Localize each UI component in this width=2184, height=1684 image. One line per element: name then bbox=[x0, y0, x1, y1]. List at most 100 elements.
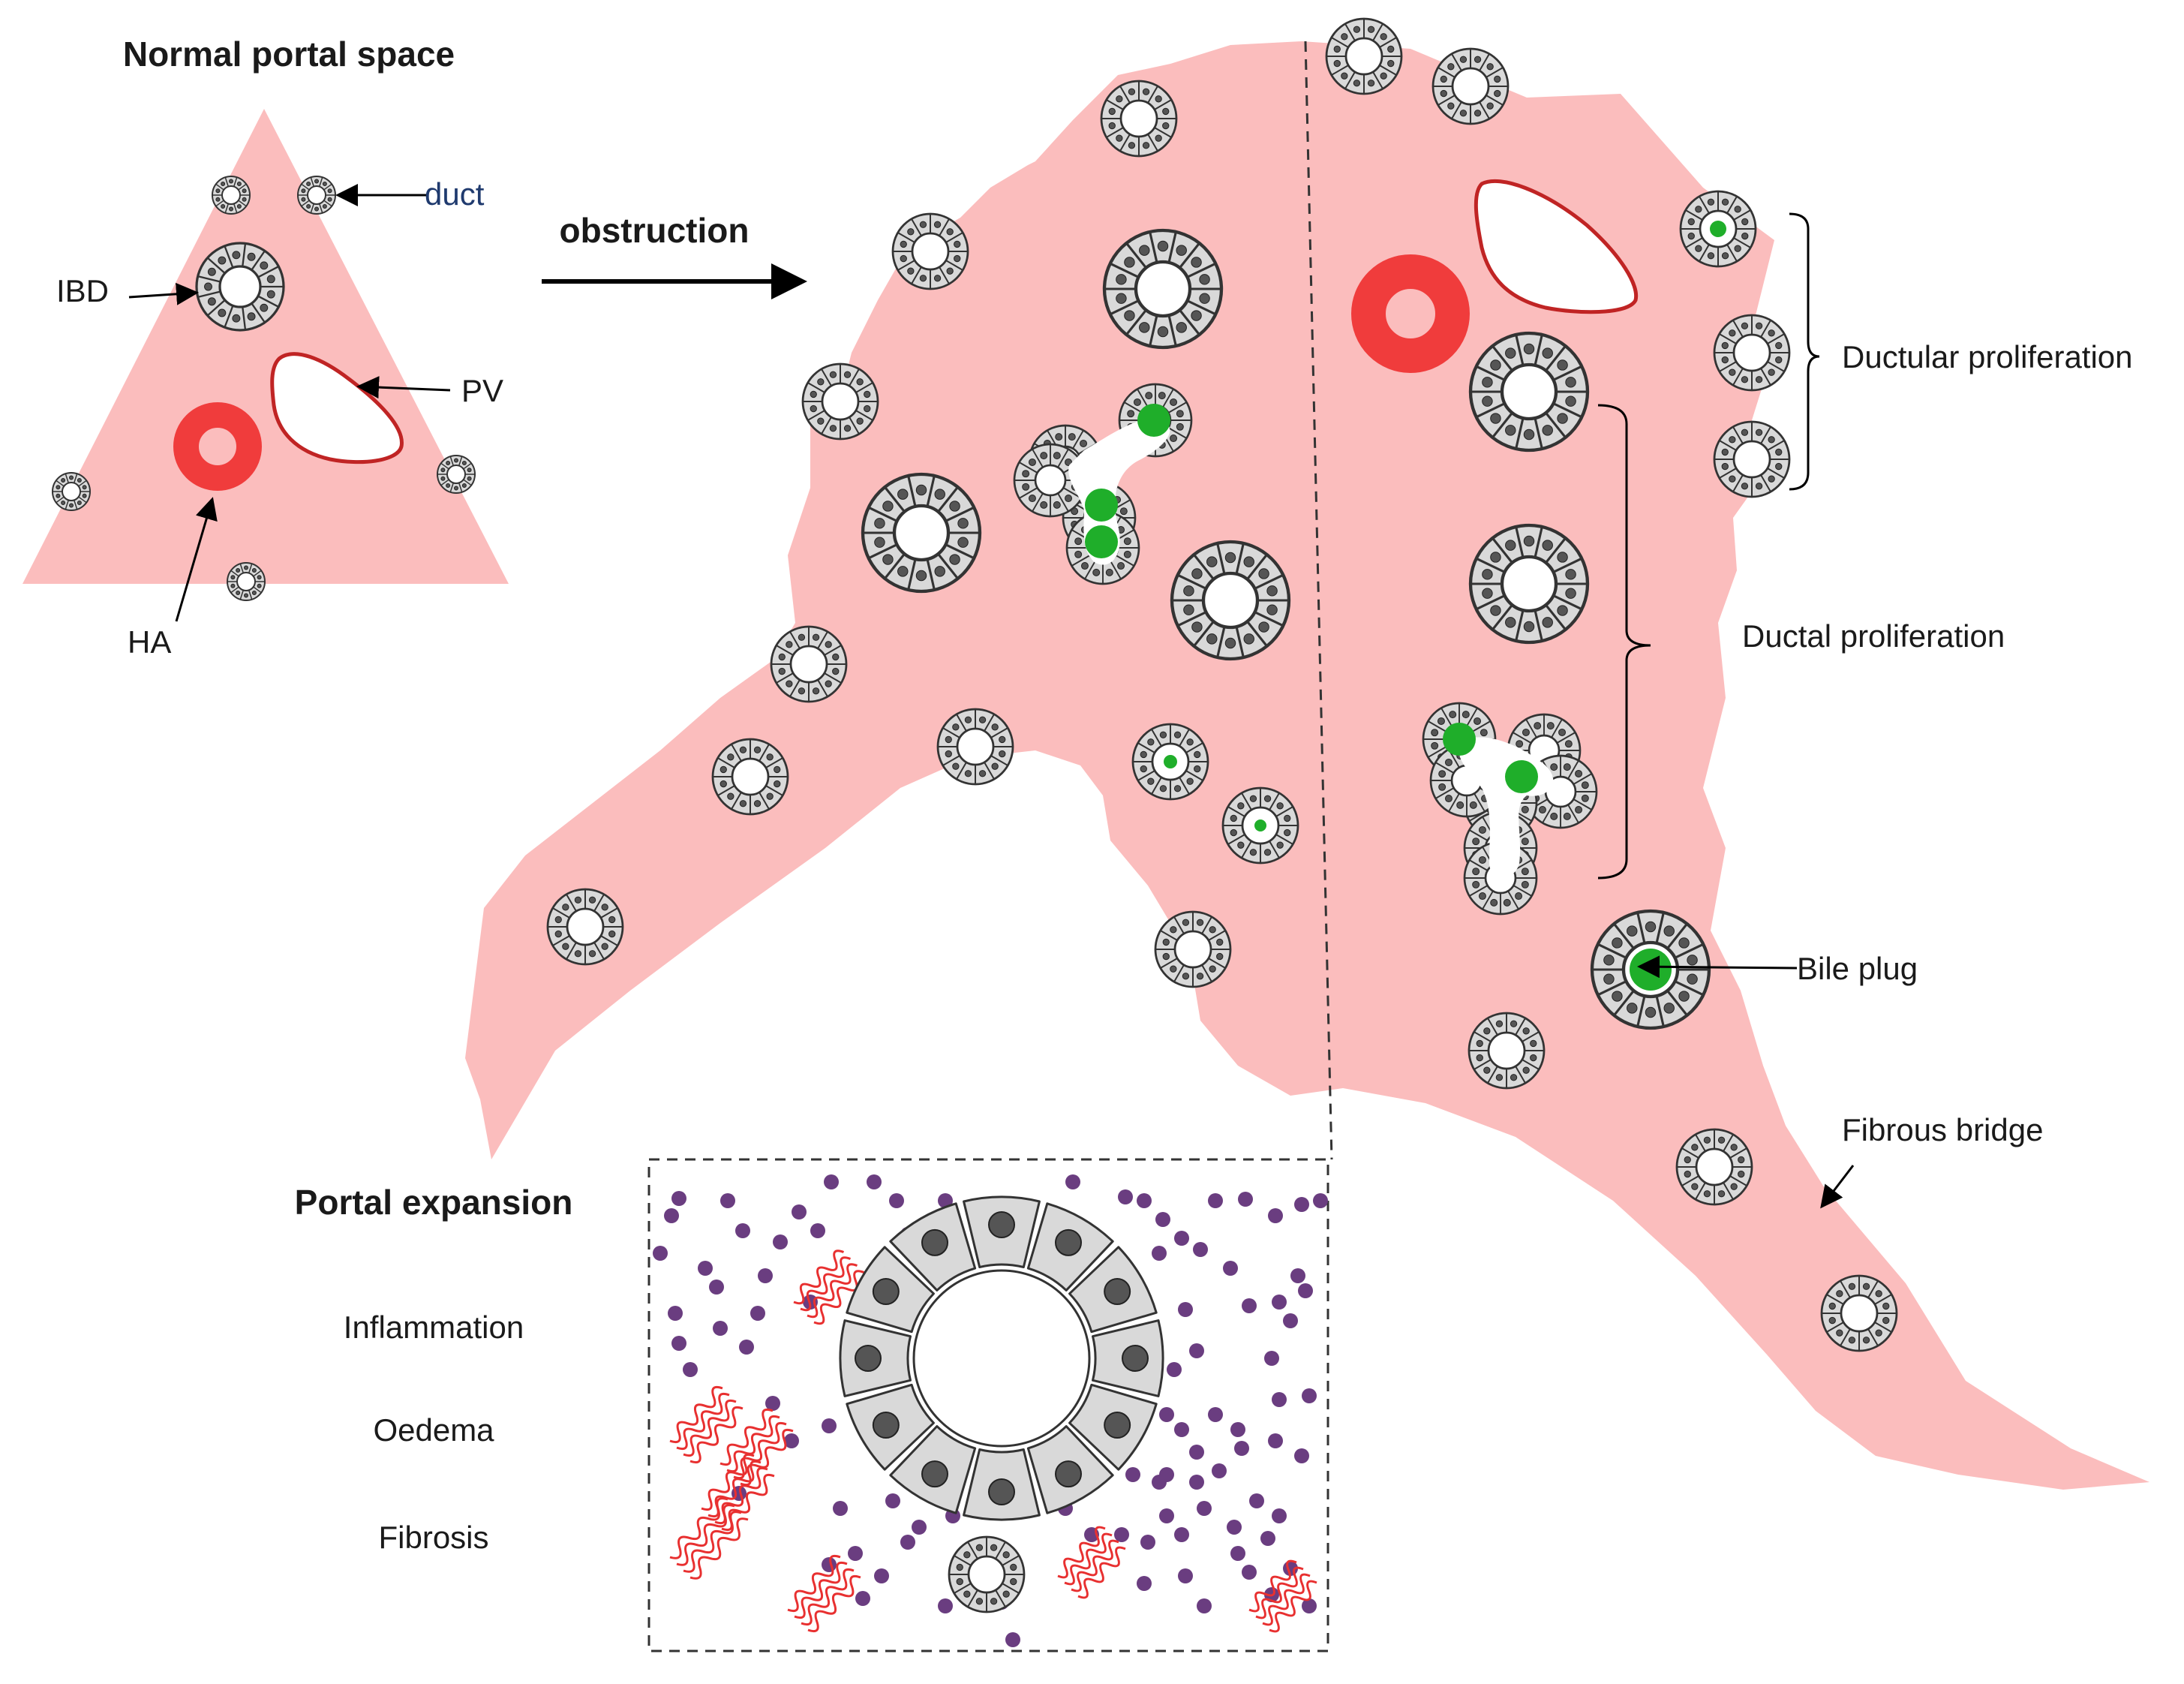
inset-content bbox=[653, 1174, 1328, 1647]
bile-plug bbox=[1443, 723, 1476, 756]
small-duct bbox=[297, 176, 336, 215]
inflammatory-cell bbox=[822, 1418, 837, 1433]
inflammatory-cell bbox=[810, 1223, 825, 1238]
fibrous-bridge-label: Fibrous bridge bbox=[1842, 1112, 2043, 1147]
inflammatory-cell bbox=[1230, 1422, 1245, 1437]
inflammatory-cell bbox=[698, 1261, 713, 1276]
inflammatory-cell bbox=[1174, 1231, 1189, 1246]
inflammatory-cell bbox=[653, 1246, 668, 1261]
enlarged-bile-duct bbox=[839, 1195, 1164, 1521]
inflammatory-cell bbox=[1302, 1598, 1317, 1613]
bile-plug bbox=[1164, 755, 1177, 768]
inflammatory-cell bbox=[1208, 1193, 1223, 1208]
ha-label: HA bbox=[128, 624, 171, 660]
cell-nucleus bbox=[988, 1478, 1015, 1505]
interlobular-duct bbox=[1102, 228, 1224, 350]
inflammatory-cell bbox=[1313, 1193, 1328, 1208]
cell-nucleus bbox=[921, 1228, 948, 1256]
obstruction-arrow-group: obstruction bbox=[542, 211, 807, 299]
small-duct bbox=[227, 562, 266, 601]
branched-duct-left bbox=[1013, 383, 1193, 585]
oedema-label: Oedema bbox=[373, 1412, 494, 1448]
inflammatory-cell bbox=[1223, 1261, 1238, 1276]
inflammatory-cell bbox=[824, 1174, 839, 1189]
small-duct bbox=[437, 455, 476, 494]
inflammatory-cell bbox=[938, 1598, 953, 1613]
inflammatory-cell bbox=[668, 1306, 683, 1321]
normal-ducts bbox=[52, 176, 476, 601]
inflammatory-cell bbox=[1137, 1193, 1152, 1208]
ductule bbox=[1675, 1128, 1753, 1206]
cell-nucleus bbox=[988, 1211, 1015, 1238]
bile-plug bbox=[1137, 404, 1170, 437]
inflammatory-cell bbox=[1227, 1520, 1242, 1535]
inflammatory-cell bbox=[735, 1223, 750, 1238]
inflammatory-cell bbox=[758, 1268, 773, 1283]
divider-dashed-line bbox=[1304, 41, 1333, 1160]
duct-lumen bbox=[912, 1269, 1091, 1448]
cell-nucleus bbox=[1055, 1460, 1082, 1488]
inflammatory-cell bbox=[885, 1493, 900, 1508]
inflammatory-cell bbox=[1065, 1174, 1080, 1189]
inflammatory-cell bbox=[1189, 1343, 1204, 1358]
bile-plug-pointer bbox=[1637, 955, 1798, 979]
inflammatory-cell bbox=[874, 1568, 889, 1583]
cell-nucleus bbox=[1104, 1278, 1131, 1305]
ductule bbox=[936, 708, 1014, 786]
cell-nucleus bbox=[855, 1345, 882, 1372]
cell-nucleus bbox=[872, 1412, 900, 1439]
duct-label: duct bbox=[425, 176, 485, 212]
inflammatory-cell bbox=[1189, 1445, 1204, 1460]
inflammatory-cell bbox=[822, 1557, 837, 1572]
inflammatory-cell bbox=[848, 1546, 863, 1561]
bile-plug bbox=[1254, 819, 1266, 831]
normal-panel-title: Normal portal space bbox=[123, 35, 455, 74]
inflammatory-cell bbox=[765, 1396, 780, 1411]
branched-duct-segment bbox=[1523, 754, 1598, 829]
portal-expansion-inset: Portal expansion Inflammation Oedema Fib… bbox=[295, 1158, 1329, 1652]
ductule-with-bile bbox=[1679, 190, 1757, 268]
inflammatory-cell bbox=[1268, 1433, 1283, 1448]
inflammatory-cell bbox=[709, 1280, 724, 1295]
pv-pointer bbox=[356, 376, 451, 399]
ductule bbox=[711, 738, 789, 816]
fibrosis-strands bbox=[793, 1249, 865, 1325]
inflammatory-cell bbox=[1272, 1508, 1287, 1523]
inflammatory-cell bbox=[1260, 1531, 1275, 1546]
inflammatory-cell bbox=[664, 1208, 679, 1223]
fibrosis-strands bbox=[719, 1408, 794, 1487]
ductular-proliferation-label: Ductular proliferation bbox=[1842, 339, 2133, 374]
inflammation-label: Inflammation bbox=[344, 1310, 524, 1345]
inflammatory-cell bbox=[1230, 1546, 1245, 1561]
interlobular-duct bbox=[1468, 523, 1590, 645]
cell-nucleus bbox=[872, 1278, 900, 1305]
inflammatory-cell bbox=[671, 1336, 686, 1351]
inflammatory-cell bbox=[671, 1191, 686, 1206]
inflammatory-cell bbox=[1249, 1493, 1264, 1508]
ibd-pointer bbox=[128, 282, 199, 305]
interlobular-duct bbox=[1468, 331, 1590, 453]
inflammatory-cell bbox=[1242, 1565, 1257, 1580]
inflammatory-cell bbox=[912, 1520, 927, 1535]
inflammatory-cell bbox=[1264, 1351, 1279, 1366]
inflammatory-cell bbox=[1159, 1508, 1174, 1523]
ductular-bracket bbox=[1789, 212, 1820, 491]
hepatic-artery bbox=[173, 402, 262, 491]
inflammatory-cell bbox=[1268, 1208, 1283, 1223]
ductule bbox=[891, 212, 969, 290]
ibd-label: IBD bbox=[56, 273, 109, 308]
inflammatory-cell bbox=[683, 1362, 698, 1377]
ductule bbox=[1713, 314, 1791, 392]
interlobular-bile-duct bbox=[195, 242, 285, 332]
inflammatory-cell bbox=[1298, 1283, 1313, 1298]
branched-duct-right bbox=[1422, 702, 1598, 916]
inflammatory-cell bbox=[1174, 1422, 1189, 1437]
cell-nucleus bbox=[921, 1460, 948, 1488]
inflammatory-cell bbox=[1167, 1362, 1182, 1377]
ductule bbox=[1820, 1274, 1898, 1352]
portal-vein-large bbox=[1474, 179, 1639, 314]
inflammatory-cell bbox=[1294, 1448, 1309, 1463]
ductule bbox=[1713, 420, 1791, 498]
